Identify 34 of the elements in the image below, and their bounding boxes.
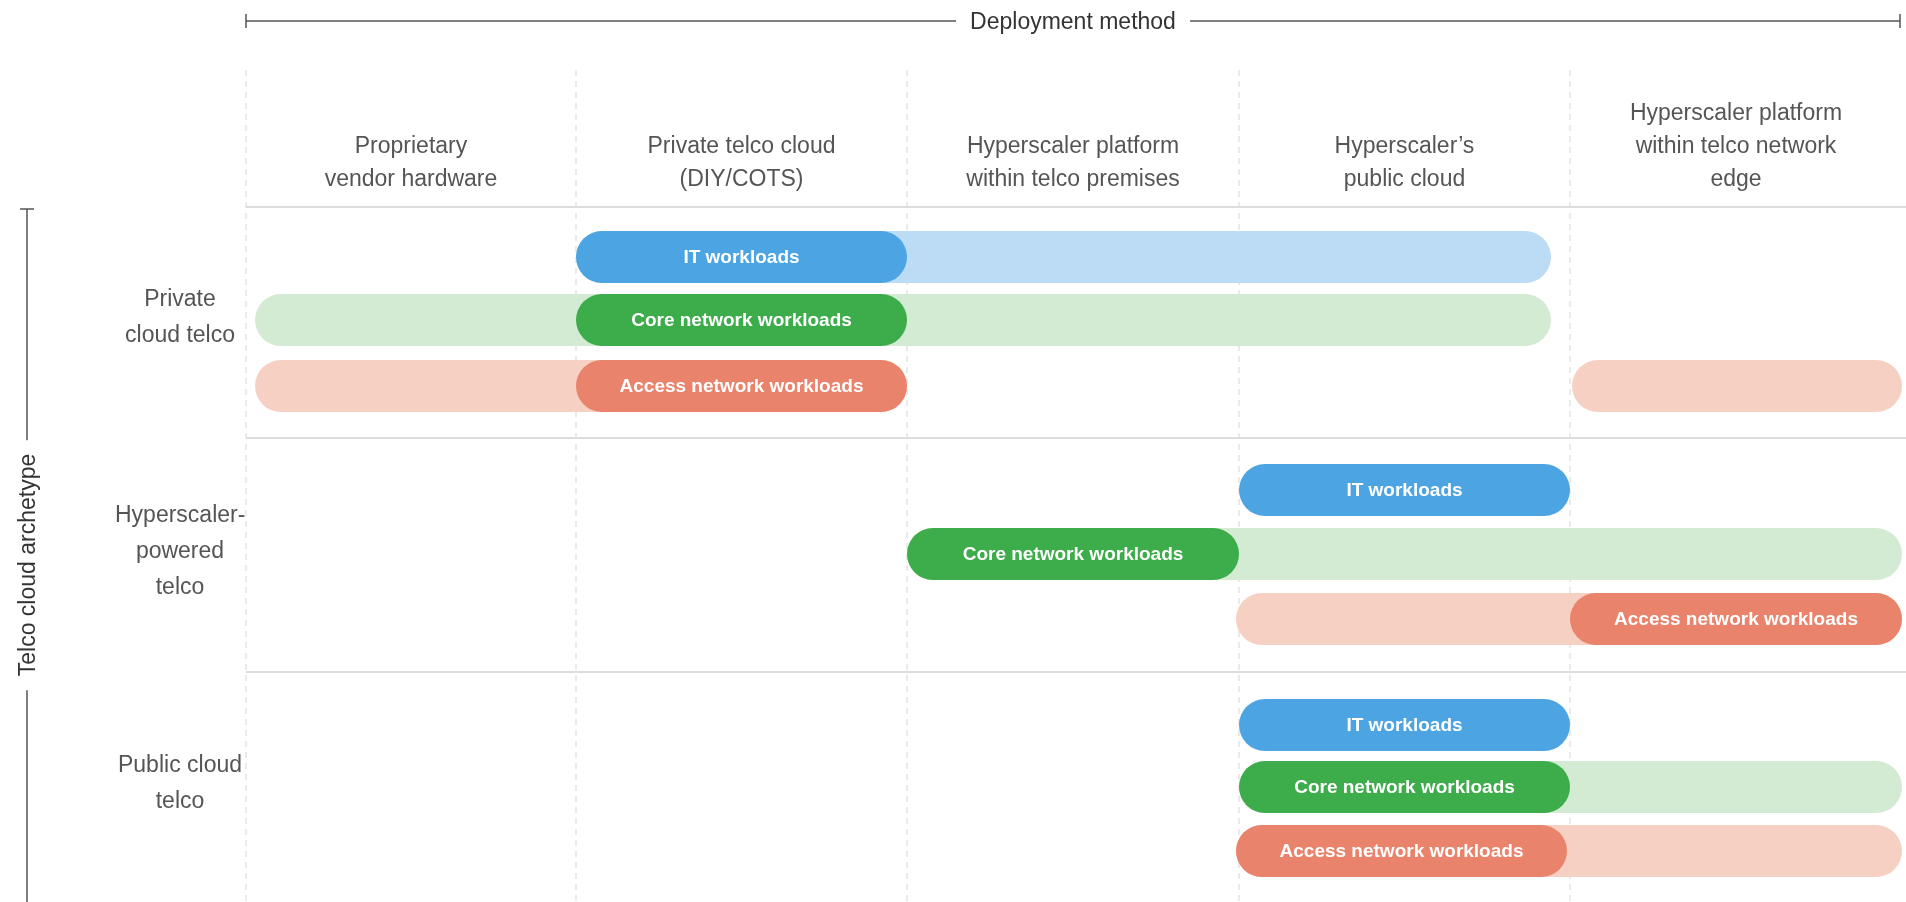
row-header: Private cloud telco	[115, 280, 245, 352]
range-bar	[1572, 360, 1902, 412]
pill-label: Core network workloads	[1294, 776, 1515, 798]
workload-pill	[576, 231, 907, 283]
column-header: Hyperscaler platform within telco premises	[965, 131, 1181, 193]
pill-label: IT workloads	[1346, 479, 1463, 501]
pill-label: Core network workloads	[962, 543, 1184, 565]
column-header: Hyperscaler platform within telco network edge	[1628, 98, 1844, 193]
pill-label: Access network workloads	[619, 375, 864, 397]
pill-label: Access network workloads	[1279, 840, 1524, 862]
workload-pill	[907, 528, 1239, 580]
workload-pill	[576, 360, 907, 412]
range-bar	[576, 231, 1551, 283]
workload-pill	[1239, 464, 1570, 516]
column-header: Proprietary vendor hardware	[323, 131, 499, 193]
column-header: Hyperscaler’s public cloud	[1333, 131, 1476, 193]
pill-label: Access network workloads	[1614, 608, 1858, 630]
pill-label: IT workloads	[1346, 714, 1463, 736]
range-bar	[255, 360, 907, 412]
column-header: Private telco cloud (DIY/COTS)	[646, 131, 837, 193]
range-bar	[1236, 593, 1902, 645]
range-bar	[1239, 761, 1902, 813]
workload-pill	[1236, 825, 1567, 877]
workload-pill	[1239, 699, 1570, 751]
range-bar	[1236, 825, 1902, 877]
range-bar	[255, 294, 1551, 346]
workload-pill	[1570, 593, 1902, 645]
range-bar	[907, 528, 1902, 580]
row-header: Hyperscaler-powered telco	[115, 496, 245, 604]
row-header: Public cloud telco	[115, 746, 245, 818]
pill-label: IT workloads	[683, 246, 800, 268]
workload-pill	[576, 294, 907, 346]
workload-pill	[1239, 761, 1570, 813]
pill-label: Core network workloads	[631, 309, 852, 331]
